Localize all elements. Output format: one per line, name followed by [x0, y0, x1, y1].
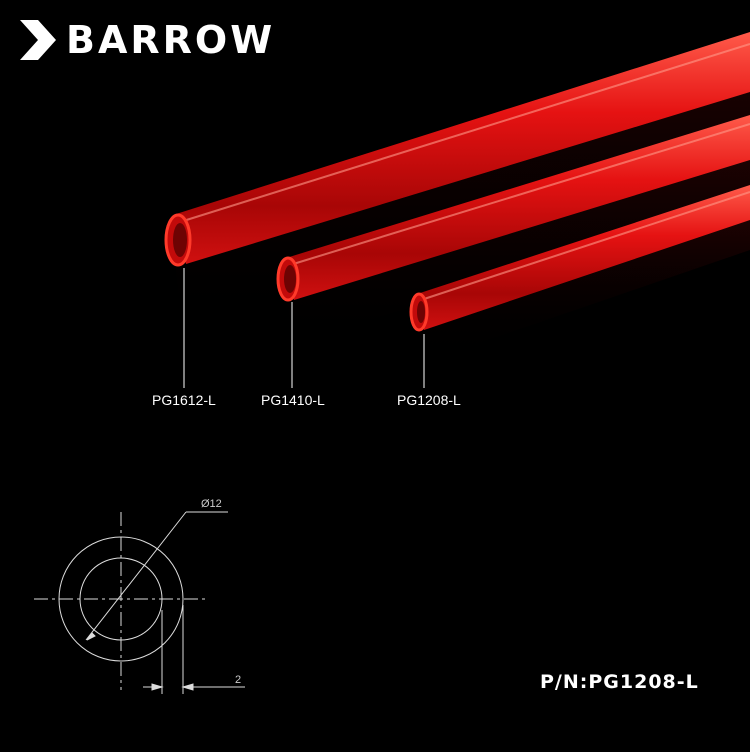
tube-pg1410: [276, 115, 750, 388]
tube-label-pg1612: PG1612-L: [152, 392, 216, 408]
cross-section-drawing: [34, 511, 245, 694]
tube-label-pg1208: PG1208-L: [397, 392, 461, 408]
tube-label-pg1410: PG1410-L: [261, 392, 325, 408]
barrow-chevron-logo-icon: [20, 20, 56, 60]
part-number: P/N:PG1208-L: [540, 671, 699, 693]
diameter-label: Ø12: [201, 498, 222, 510]
tube-pg1208: [409, 185, 750, 388]
brand-name: BARROW: [66, 18, 276, 62]
wall-thickness-label: 2: [235, 674, 241, 686]
brand-logo: BARROW: [18, 16, 275, 64]
